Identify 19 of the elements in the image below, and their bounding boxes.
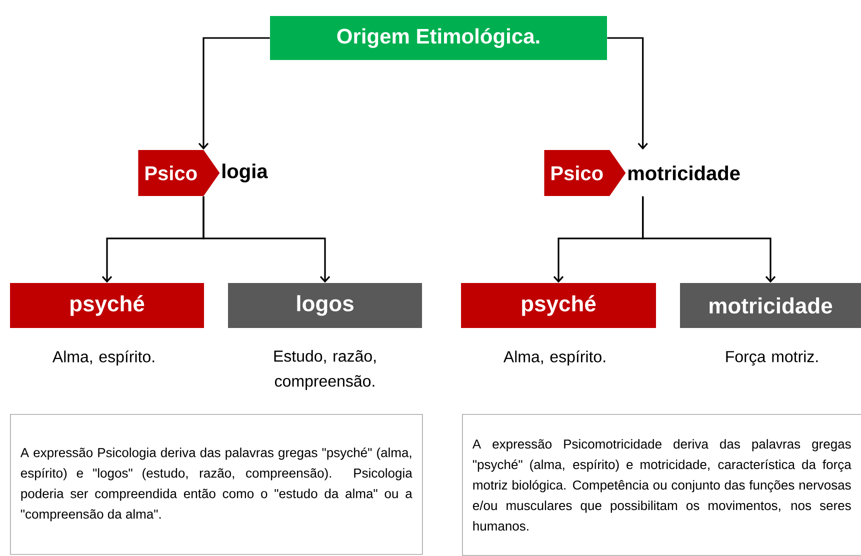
term-box: motricidade [680,283,861,328]
arrow [202,196,330,283]
arrow [642,196,776,283]
text-box: A expressão Psicologia deriva das palavras gregas "psyché" (alma, espírito) e "logos" (estudo, razão, compreensão). Psicologia poderia ser compreendida então como o "estudo da alma" ou a "compreensão da alma". [10,414,423,555]
arrow [607,37,648,150]
description-text: Alma, espírito. [503,350,606,366]
description-text: Estudo, razão, compreensão. [274,350,376,390]
description-text: Alma, espírito. [52,350,154,366]
term-box: psyché [10,283,204,328]
term-box: psyché [461,283,656,328]
title-box: Origem Etimológica. [270,16,607,60]
term-box: logos [228,283,422,328]
prefix-tag: Psico [138,150,220,196]
description-text: Força motriz. [726,350,818,366]
word-text: logia [222,164,268,182]
prefix-tag: Psico [544,150,626,196]
word-text: motricidade [628,166,740,180]
arrow [198,37,270,150]
text-box: A expressão Psicomotricidade deriva das palavras gregas "psyché" (alma, espírito) e motricidade, característica da força motriz biológica. Competência ou conjunto das funções nervosas e/ou musculares que possibilitam os movimentos, nos seres humanos. [462,414,861,556]
